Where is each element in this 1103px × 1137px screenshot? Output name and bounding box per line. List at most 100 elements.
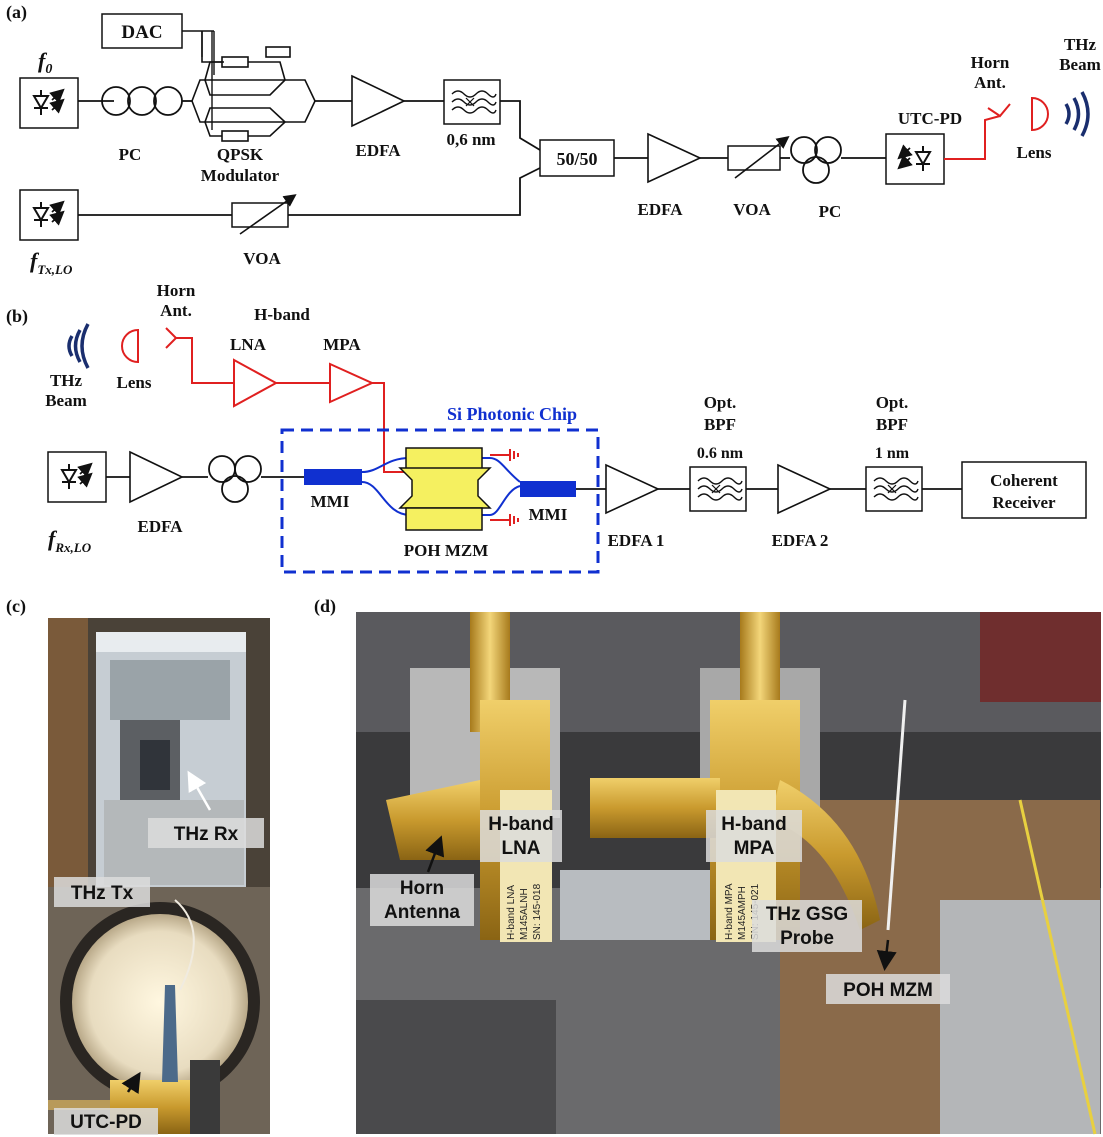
mpa-photo-label-bg (706, 810, 802, 862)
mpa-photo-label-line2: MPA (734, 838, 775, 859)
mmi-left-block (304, 469, 362, 485)
pohmzm-b-label: POH MZM (404, 541, 489, 560)
beam-a-label-line2: Beam (1059, 55, 1101, 74)
horn-a-label-line1: Horn (971, 53, 1010, 72)
horn-photo-label-line1: Horn (400, 878, 444, 899)
qpsk-label-line2: Modulator (201, 166, 280, 185)
utcpd-photo-label-bg (54, 1108, 158, 1135)
polarization-controller-b-icon (208, 455, 262, 503)
probe-photo-label-bg (752, 900, 862, 952)
polarization-controller-2-icon (790, 136, 842, 184)
bpf2-label-line1: Opt. (876, 393, 909, 412)
mmi-right-block (520, 481, 576, 497)
ground-symbols (509, 449, 519, 526)
pc1-label: PC (119, 145, 142, 164)
horn-photo-label-bg (370, 874, 474, 926)
panel-d: (d) H-band LNA M145AL (314, 596, 1101, 1135)
utc-photodiode-icon (886, 134, 944, 184)
bpf2-label-line2: BPF (876, 415, 908, 434)
utcpd-photo-label: UTC-PD (70, 1112, 142, 1133)
lna-photo-label-line1: H-band (488, 814, 553, 835)
photo-c (48, 618, 270, 1134)
panel-b-tag: (b) (6, 306, 28, 327)
probe-photo-label-line1: THz GSG (766, 904, 848, 925)
laser-frxlo-icon (48, 452, 106, 502)
svg-text:M145AMPH: M145AMPH (737, 886, 748, 940)
svg-text:H-band MPA: H-band MPA (724, 883, 735, 940)
rf-line-a (944, 115, 1001, 160)
pohmzm-photo-label-bg (826, 974, 950, 1004)
edfa-b-label: EDFA (137, 517, 183, 536)
receiver-label-line2: Receiver (992, 493, 1056, 512)
thz-beam-a-icon (1064, 91, 1090, 137)
qpsk-label-line1: QPSK (217, 145, 264, 164)
lna-photo-label-line2: LNA (501, 838, 540, 859)
lens-a-label: Lens (1017, 143, 1052, 162)
svg-text:M145ALNH: M145ALNH (519, 888, 530, 940)
ftxlo-label: fTx,LO (30, 248, 73, 277)
lens-a-icon (1031, 96, 1049, 132)
pohmzm-photo-label: POH MZM (843, 980, 933, 1001)
panel-a-tag: (a) (6, 2, 27, 23)
thz-tx-label-bg (54, 877, 150, 907)
mmi-right-label: MMI (529, 505, 568, 524)
receiver-label-line1: Coherent (990, 471, 1058, 490)
horn-antenna-a-icon (987, 103, 1011, 118)
voa1-label: VOA (243, 249, 281, 268)
pc2-label: PC (819, 202, 842, 221)
thz-tx-label: THz Tx (71, 883, 134, 904)
svg-text:SN: 145-018: SN: 145-018 (532, 883, 543, 940)
filter-label: 0,6 nm (446, 130, 495, 149)
edfa-1-icon (605, 463, 660, 515)
utcpd-label: UTC-PD (898, 109, 962, 128)
mmi-left-label: MMI (311, 492, 350, 511)
lna-print: H-band LNA M145ALNH SN: 145-018 (506, 883, 543, 940)
bpf1-label-line1: Opt. (704, 393, 737, 412)
chip-label: Si Photonic Chip (447, 404, 577, 424)
dac-box: DAC (101, 13, 183, 49)
horn-b-label-line2: Ant. (160, 301, 192, 320)
rf-path-b (176, 337, 510, 521)
coupler-label: 50/50 (556, 149, 597, 169)
beam-b-label-line1: THz (50, 371, 83, 390)
mpa-label: MPA (323, 335, 361, 354)
thz-rx-label-bg (148, 818, 264, 848)
optical-filter-icon (443, 79, 501, 125)
horn-antenna-b-icon (165, 327, 178, 349)
panel-c: (c) THz Rx THz Tx UTC-PD (6, 596, 270, 1135)
beam-a-label-line1: THz (1064, 35, 1097, 54)
panel-d-tag: (d) (314, 596, 336, 617)
bpf2-label-line3: 1 nm (875, 445, 910, 462)
panel-c-tag: (c) (6, 596, 26, 617)
thz-beam-b-icon (67, 323, 90, 369)
optical-bpf-2-icon (865, 466, 923, 512)
qpsk-modulator-icon (182, 30, 316, 142)
svg-text:H-band LNA: H-band LNA (506, 885, 517, 940)
dac-label: DAC (121, 22, 162, 43)
edfa-amplifier-2-icon (647, 132, 702, 184)
poh-mzm-electrodes (398, 447, 492, 531)
panel-a: (a) DAC f0 PC (6, 2, 1101, 277)
f0-label: f0 (38, 48, 52, 77)
laser-ftxlo-icon (20, 190, 78, 240)
edfa1-label: EDFA (355, 141, 401, 160)
voa2-label: VOA (733, 200, 771, 219)
horn-photo-label-line2: Antenna (384, 902, 460, 923)
photo-d (356, 612, 1101, 1135)
hband-label: H-band (254, 305, 310, 324)
panel-b: (b) THz Beam Lens Horn Ant. H-band LNA M… (6, 281, 1087, 574)
lens-b-icon (121, 328, 139, 364)
edfa2-label: EDFA (637, 200, 683, 219)
si-photonic-chip-box (280, 428, 600, 574)
laser-f0-icon (20, 78, 78, 128)
beam-b-label-line2: Beam (45, 391, 87, 410)
coherent-receiver-box (961, 461, 1087, 519)
voa-2-icon (727, 136, 790, 179)
lens-b-label: Lens (117, 373, 152, 392)
horn-a-label-line2: Ant. (974, 73, 1006, 92)
frxlo-label: fRx,LO (48, 526, 92, 555)
horn-b-label-line1: Horn (157, 281, 196, 300)
edfa2-b-label: EDFA 2 (772, 531, 829, 550)
edfa-b-icon (129, 450, 184, 504)
